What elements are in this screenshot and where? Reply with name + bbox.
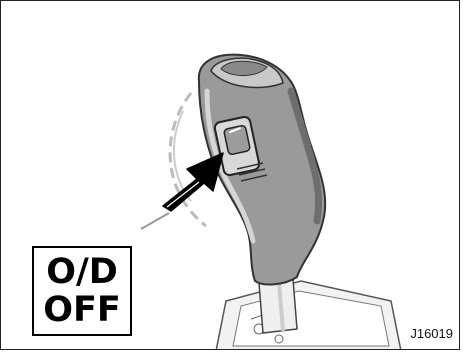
shift-gate-plate <box>216 281 401 350</box>
lever-shaft <box>259 279 297 333</box>
figure-code: J16019 <box>410 326 453 341</box>
od-off-indicator: O/D OFF <box>32 246 132 336</box>
od-label-line1: O/D <box>46 253 118 291</box>
press-arrow-icon <box>163 153 223 211</box>
od-label-line2: OFF <box>43 291 121 329</box>
